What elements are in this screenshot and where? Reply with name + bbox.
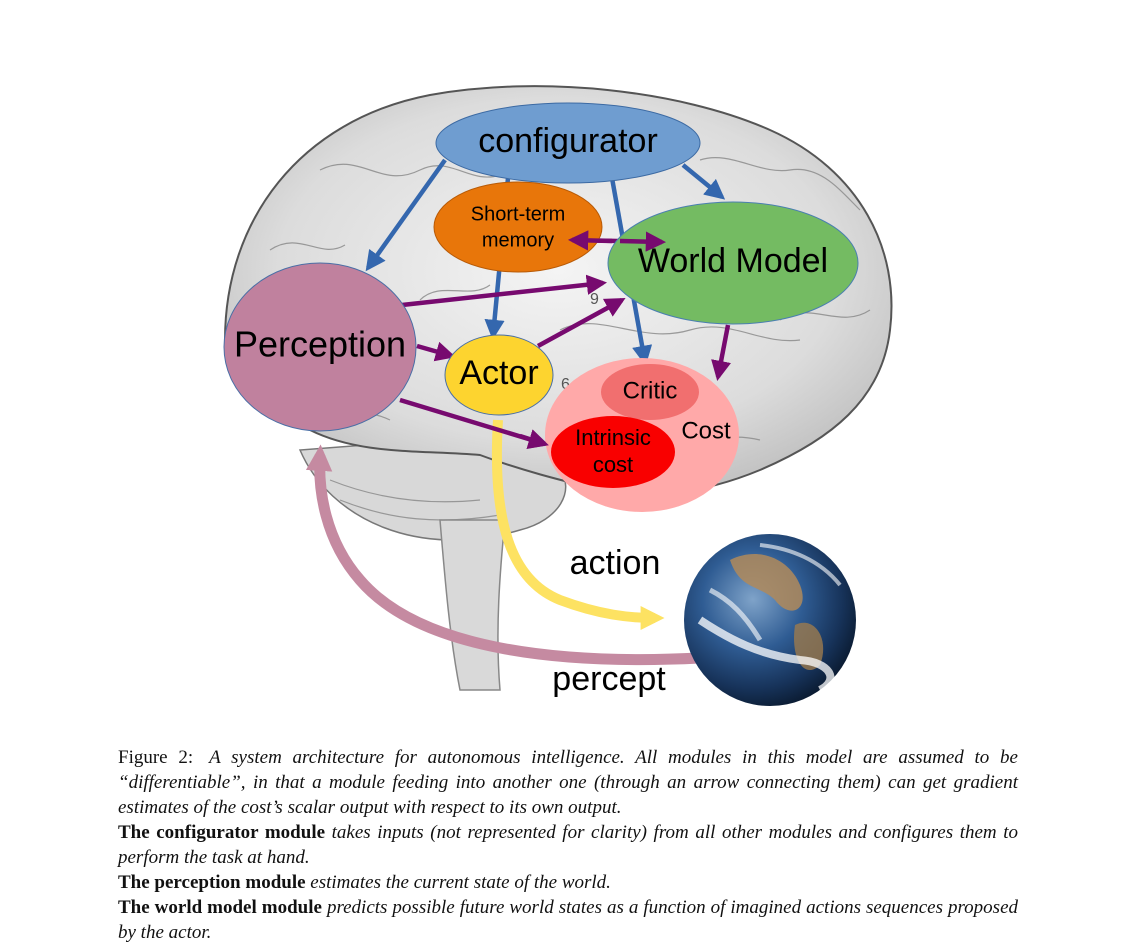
cost-label: Cost: [681, 417, 731, 444]
caption-configurator-text: takes inputs (not represented for clarit…: [118, 822, 1018, 868]
node-critic: Critic: [601, 364, 699, 420]
action-arrow: [491, 419, 665, 630]
caption-perception-title: The perception module: [118, 872, 306, 893]
caption-figure-paragraph: Figure 2:A system architecture for auton…: [118, 745, 1018, 820]
node-world-model: World Model: [607, 201, 859, 325]
caption-figure-label: Figure 2:: [118, 747, 194, 768]
node-short-term-memory: Short-term memory: [433, 181, 603, 273]
caption-perception-paragraph: The perception module estimates the curr…: [118, 870, 1018, 895]
caption-perception-text: estimates the current state of the world…: [310, 872, 611, 893]
arrow-memory-world-model-front: [567, 230, 613, 251]
critic-label: Critic: [623, 377, 678, 404]
arrow-memory-world-model-tip: [619, 231, 667, 252]
node-intrinsic-cost: Intrinsic cost: [551, 416, 675, 488]
brain-mark-9: 9: [590, 291, 599, 308]
brain-stem: [439, 519, 506, 691]
perception-label: Perception: [234, 324, 406, 365]
short-term-memory-label-line1: Short-term: [471, 203, 565, 225]
caption-world-model-paragraph: The world model module predicts possible…: [118, 895, 1018, 945]
arrow-perception-to-world-model: [401, 274, 608, 308]
intrinsic-cost-label-line1: Intrinsic: [575, 425, 651, 450]
caption-configurator-paragraph: The configurator module takes inputs (no…: [118, 820, 1018, 870]
arrow-actor-to-world-model: [536, 298, 626, 348]
arrow-config-to-world-model: [681, 163, 726, 200]
brain-mark-6: 6: [561, 376, 570, 393]
architecture-diagram: 9 6 configurator Short-term memory: [223, 85, 893, 706]
node-configurator: configurator: [435, 102, 701, 184]
percept-label: percept: [552, 660, 666, 698]
world-model-label: World Model: [638, 242, 828, 280]
intrinsic-cost-label-line2: cost: [593, 452, 633, 477]
short-term-memory-label-line2: memory: [482, 229, 554, 251]
percept-arrow: [305, 444, 701, 666]
node-perception: Perception: [223, 262, 417, 432]
caption-world-model-text: predicts possible future world states as…: [118, 897, 1019, 943]
arrow-perception-to-intrinsic-cost-tip: [519, 429, 549, 449]
caption-figure-text: A system architecture for autonomous int…: [118, 747, 1018, 818]
node-actor: Actor: [444, 334, 554, 416]
configurator-label: configurator: [478, 122, 658, 160]
caption-configurator-title: The configurator module: [118, 822, 326, 843]
arrow-config-to-perception: [365, 158, 447, 272]
arrow-perception-to-actor: [416, 341, 456, 362]
actor-label: Actor: [459, 354, 538, 392]
arrow-world-model-to-cost: [711, 324, 732, 381]
earth-image: [684, 534, 856, 706]
figure-caption: Figure 2:A system architecture for auton…: [118, 745, 1018, 945]
action-label: action: [570, 544, 661, 582]
caption-world-model-title: The world model module: [118, 897, 322, 918]
